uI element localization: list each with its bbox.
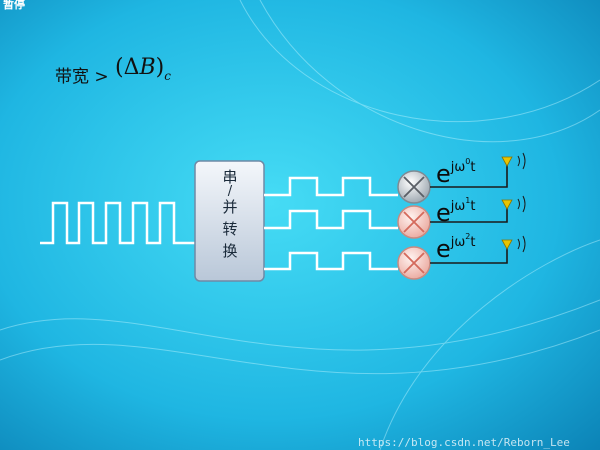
exp-sub: 2 xyxy=(465,232,471,241)
mixer-2 xyxy=(397,246,431,280)
watermark-url: https://blog.csdn.net/Reborn_Lee xyxy=(358,436,570,449)
exp-sup-a: jω xyxy=(450,160,466,175)
exp-base: e xyxy=(436,199,451,227)
mixer-1 xyxy=(397,205,431,239)
antenna-icon xyxy=(501,195,526,213)
exp-sup: jω2t xyxy=(450,232,476,250)
exp-base: e xyxy=(436,235,451,263)
formula-open-paren: ( xyxy=(115,55,124,80)
antenna-icon xyxy=(501,152,526,170)
formula-variable: B xyxy=(139,55,156,80)
carrier-exp-0: ejω0t xyxy=(436,157,476,188)
parallel-waveforms xyxy=(264,176,398,271)
exp-sup-a: jω xyxy=(450,235,466,250)
converter-char: 换 xyxy=(222,242,238,260)
formula-close-paren: ) xyxy=(155,55,165,80)
exp-base: e xyxy=(436,160,451,188)
formula-subscript: c xyxy=(164,69,171,83)
exp-sup-a: jω xyxy=(450,199,466,214)
converter-char: / xyxy=(227,184,233,199)
exp-sup-b: t xyxy=(470,199,476,214)
output-wires xyxy=(430,162,508,264)
carrier-exp-1: ejω1t xyxy=(436,196,476,227)
output-wire-0 xyxy=(430,162,508,188)
bandwidth-label: 带宽 > xyxy=(55,67,109,87)
output-wire-1 xyxy=(430,205,508,223)
converter-char: 并 xyxy=(222,198,238,216)
converter-char: 转 xyxy=(222,220,238,238)
exp-sub: 0 xyxy=(465,157,471,166)
carrier-exp-2: ejω2t xyxy=(436,232,476,263)
formula-delta: Δ xyxy=(123,55,140,80)
parallel-waveform-1 xyxy=(264,209,398,230)
antenna-icon xyxy=(501,235,526,253)
serial-input-waveform xyxy=(40,201,195,245)
serial-parallel-converter-box xyxy=(194,160,265,282)
exp-sub: 1 xyxy=(465,196,471,205)
parallel-waveform-2 xyxy=(264,251,398,271)
multiply-icon xyxy=(403,211,425,233)
exp-sup: jω0t xyxy=(450,157,476,175)
converter-char: 串 xyxy=(222,168,238,186)
mixer-0 xyxy=(397,170,431,204)
coherence-bandwidth-formula: (ΔB)c xyxy=(115,55,171,83)
parallel-waveform-0 xyxy=(264,176,398,197)
multiply-icon xyxy=(403,252,425,274)
exp-sup-b: t xyxy=(470,160,476,175)
converter-label: 串 / 并 转 换 xyxy=(200,166,260,262)
exp-sup: jω1t xyxy=(450,196,476,214)
exp-sup-b: t xyxy=(470,235,476,250)
output-wire-2 xyxy=(430,245,508,264)
corner-label: 暂停 xyxy=(3,0,25,11)
multiply-icon xyxy=(403,176,425,198)
